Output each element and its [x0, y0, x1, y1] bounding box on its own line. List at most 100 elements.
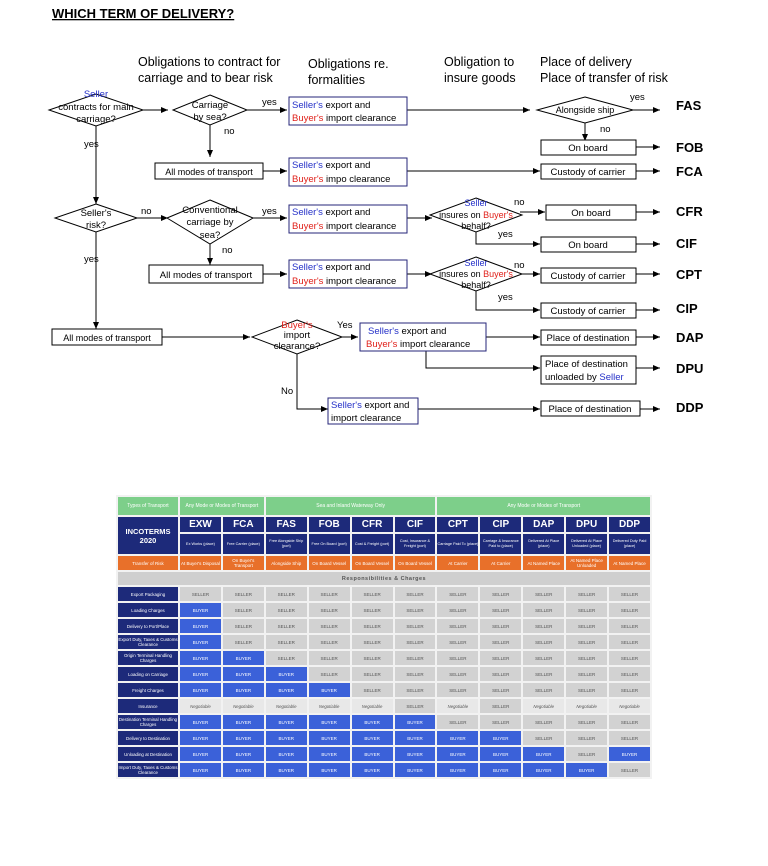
table-cell: SELLER	[308, 603, 350, 617]
term-name-dpu: Delivered At Place Unloaded (place)	[566, 534, 608, 554]
term-name-fob: Free On Board (port)	[308, 534, 350, 554]
risk-exw: At Buyer's Disposal	[180, 556, 221, 570]
term-name-fca: Free Carrier (place)	[222, 534, 264, 554]
label-yes-1: yes	[262, 97, 277, 108]
table-cell: Negotiable	[437, 699, 479, 713]
table-cell: Negotiable	[265, 699, 307, 713]
decision-carriage-by-sea: Carriage by sea?	[171, 94, 249, 126]
term-name-fas: Free Alongside Ship (port)	[265, 534, 307, 554]
label-yes-8: yes	[630, 92, 645, 103]
export-and: export and	[323, 100, 371, 111]
incoterms-table-body: Types of Transport Any Mode or Modes of …	[118, 497, 650, 777]
label-yes-5: yes	[498, 229, 513, 240]
label-no-8: no	[600, 124, 611, 135]
term-code-fca: FCA	[222, 517, 264, 532]
row-label: Delivery to Destination	[118, 731, 178, 745]
export-and: export and	[323, 207, 371, 218]
table-cell: SELLER	[265, 603, 307, 617]
connectors	[93, 107, 660, 412]
decision-insure-2-l2: insures on Buyer's	[439, 269, 513, 279]
decision-insure-2-l3: behalf?	[461, 280, 491, 290]
table-cell: SELLER	[437, 667, 479, 681]
row-label: Export Packaging	[118, 587, 178, 601]
incoterms-table-wrapper: Types of Transport Any Mode or Modes of …	[116, 495, 652, 779]
term-code-fob: FOB	[308, 517, 350, 532]
label-no-3: no	[222, 245, 233, 256]
row-label: Insurance	[118, 699, 178, 713]
buyer-word: Buyer's	[292, 174, 324, 185]
risk-fob: On Board Vessel	[308, 556, 350, 570]
buyer-word: Buyer's	[292, 276, 324, 287]
formality-6-line1: Seller's export and	[331, 400, 409, 411]
term-name-exw: Ex Works (place)	[180, 534, 221, 554]
table-cell: BUYER	[180, 747, 221, 761]
table-cell: SELLER	[308, 635, 350, 649]
table-cell: BUYER	[222, 667, 264, 681]
table-cell: BUYER	[180, 731, 221, 745]
header-formalities: Obligations re.	[308, 57, 389, 71]
decision-seller-contracts-l1: Seller	[84, 89, 108, 100]
table-cell: BUYER	[394, 731, 436, 745]
place-box-destination-ddp: Place of destination	[540, 400, 641, 417]
table-cell: BUYER	[523, 763, 565, 777]
table-cell: SELLER	[437, 635, 479, 649]
label-no-5: no	[514, 260, 525, 271]
label-Yes-7: Yes	[337, 320, 353, 331]
term-cpt: CPT	[676, 267, 702, 282]
table-cell: SELLER	[351, 587, 393, 601]
place-on-board-2: On board	[571, 208, 611, 219]
table-cell: SELLER	[351, 667, 393, 681]
table-cell: BUYER	[351, 715, 393, 729]
table-cell: SELLER	[308, 619, 350, 633]
seller-word: Seller's	[331, 400, 362, 411]
table-cell: SELLER	[394, 603, 436, 617]
table-cell: BUYER	[222, 683, 264, 697]
row-label: Unloading at Destination	[118, 747, 178, 761]
formality-2-line1: Seller's export and	[292, 160, 370, 171]
table-cell: SELLER	[523, 715, 565, 729]
risk-cpt: At Carrier	[437, 556, 479, 570]
table-cell: BUYER	[222, 747, 264, 761]
responsibilities-heading: Responsibilities & Charges	[118, 572, 650, 585]
label-yes-3: yes	[262, 206, 277, 217]
table-cell: SELLER	[437, 715, 479, 729]
label-yes-4: yes	[84, 254, 99, 265]
table-cell: BUYER	[394, 715, 436, 729]
export-and: export and	[399, 326, 447, 337]
place-custody-1: Custody of carrier	[551, 167, 626, 178]
term-name-dap: Delivered At Place (place)	[523, 534, 565, 554]
table-cell: SELLER	[265, 619, 307, 633]
term-name-cfr: Cost & Freight (port)	[351, 534, 393, 554]
table-cell: BUYER	[480, 763, 522, 777]
decision-sellers-risk-l1: Seller's	[81, 208, 112, 219]
table-cell: SELLER	[566, 667, 608, 681]
any-mode-group-a: Any Mode or Modes of Transport	[180, 497, 264, 515]
term-code-fas: FAS	[265, 517, 307, 532]
decision-sellers-risk: Seller's risk?	[53, 203, 139, 233]
incoterms-table: Types of Transport Any Mode or Modes of …	[116, 495, 652, 779]
table-cell: SELLER	[566, 683, 608, 697]
table-cell: SELLER	[480, 603, 522, 617]
label-no-4: no	[514, 197, 525, 208]
header-insure: Obligation to	[444, 55, 514, 69]
table-cell: SELLER	[222, 635, 264, 649]
import-clearance: import clearance	[323, 276, 396, 287]
decision-insure-1-l1: Seller	[464, 198, 487, 208]
header-insure-2: insure goods	[444, 71, 516, 85]
place-custody-3: Custody of carrier	[551, 306, 626, 317]
table-cell: SELLER	[566, 635, 608, 649]
table-cell: SELLER	[437, 683, 479, 697]
table-cell: SELLER	[609, 587, 650, 601]
table-cell: SELLER	[609, 603, 650, 617]
place-box-custody-cpt: Custody of carrier	[540, 267, 637, 284]
term-code-dap: DAP	[523, 517, 565, 532]
term-fca: FCA	[676, 164, 703, 179]
table-cell: SELLER	[523, 731, 565, 745]
table-cell: SELLER	[609, 635, 650, 649]
table-cell: BUYER	[180, 763, 221, 777]
table-cell: SELLER	[394, 587, 436, 601]
formality-5-line1: Seller's export and	[368, 326, 446, 337]
